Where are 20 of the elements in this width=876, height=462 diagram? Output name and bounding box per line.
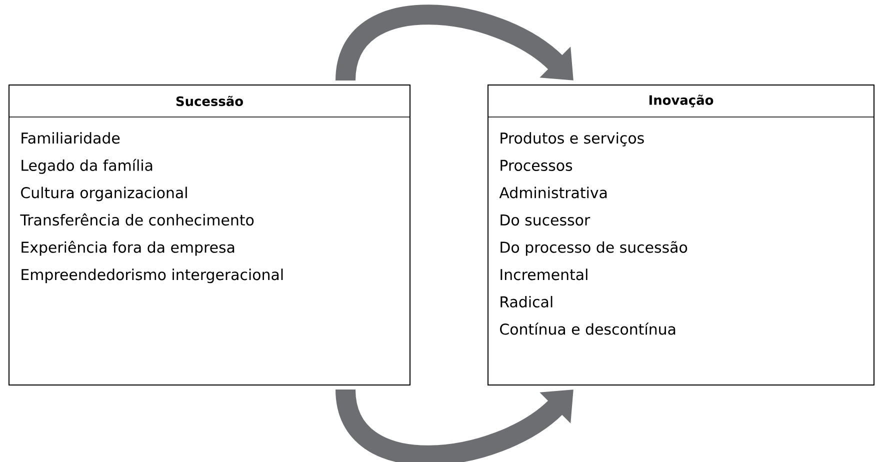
list-item: Do processo de sucessão xyxy=(500,241,688,256)
curved-arrow xyxy=(336,388,574,462)
list-item: Produtos e serviços xyxy=(500,132,644,146)
list-item: Transferência de conhecimento xyxy=(20,213,254,226)
list-item: Experiência fora da empresa xyxy=(22,240,234,256)
box-heading: Sucessão xyxy=(176,96,243,106)
list-item: Cultura organizacional xyxy=(21,186,187,202)
list-item: Contínua e descontínua xyxy=(500,322,676,335)
list-item: Familiaridade xyxy=(22,132,120,144)
list-box xyxy=(488,84,874,386)
list-item: Do sucessor xyxy=(500,214,590,226)
list-box xyxy=(8,84,410,386)
box-heading: Inovação xyxy=(649,94,714,108)
curved-arrow xyxy=(336,4,574,82)
list-item: Empreendedorismo intergeracional xyxy=(22,268,283,284)
list-item: Incremental xyxy=(500,268,588,280)
list-item: Administrativa xyxy=(499,186,607,198)
list-item: Radical xyxy=(500,296,552,308)
list-item: Legado da família xyxy=(22,158,152,174)
list-item: Processos xyxy=(500,160,572,171)
